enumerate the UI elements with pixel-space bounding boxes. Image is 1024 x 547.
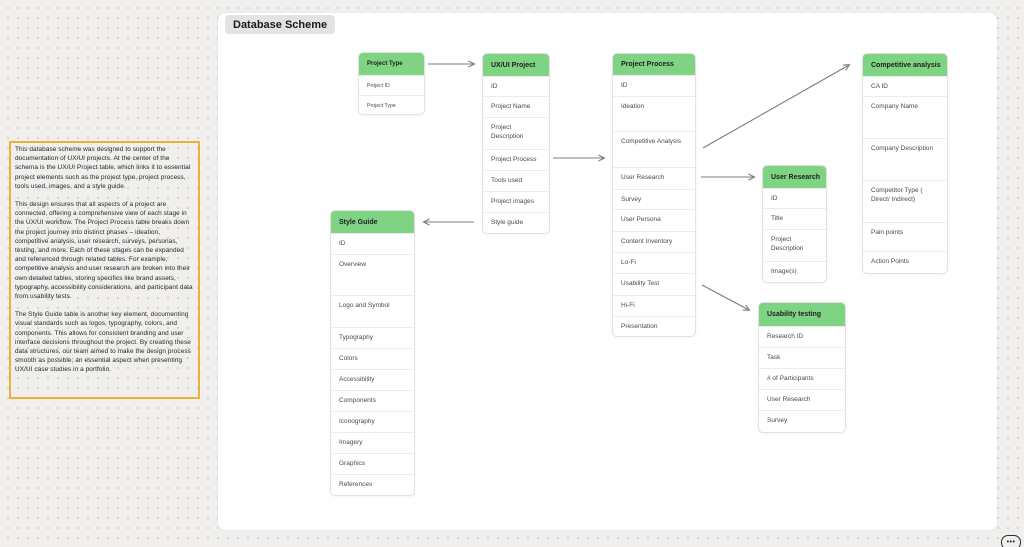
note-paragraph: This design ensures that all aspects of … — [15, 201, 193, 301]
table-row[interactable]: Accessibility — [331, 369, 414, 390]
table-row[interactable]: User Persona — [613, 209, 695, 231]
table-row[interactable]: Project Name — [483, 96, 549, 117]
table-row[interactable]: Imagery — [331, 432, 414, 453]
table-row[interactable]: Tools used — [483, 170, 549, 191]
table-row[interactable]: # of Participants — [759, 368, 845, 389]
table-header[interactable]: UX/UI Project — [483, 54, 549, 76]
table-row[interactable]: Graphics — [331, 453, 414, 474]
table-row[interactable]: Style guide — [483, 212, 549, 233]
table-row[interactable]: CA ID — [863, 76, 947, 96]
table-row[interactable]: ID — [331, 233, 414, 254]
table-row[interactable]: ID — [763, 188, 826, 208]
note-paragraph: The Style Guide table is another key ele… — [15, 311, 191, 374]
table-row[interactable]: Competitive Analysis — [613, 131, 695, 167]
table-row[interactable]: Title — [763, 208, 826, 229]
table-header[interactable]: Usability testing — [759, 303, 845, 326]
table-header[interactable]: User Research — [763, 166, 826, 188]
table-row[interactable]: Company Description — [863, 138, 947, 180]
table-header[interactable]: Competitive analysis — [863, 54, 947, 76]
table-row[interactable]: Company Name — [863, 96, 947, 138]
note-paragraph: This database scheme was designed to sup… — [15, 146, 191, 190]
description-note[interactable]: This database scheme was designed to sup… — [9, 141, 200, 399]
table-header[interactable]: Project Type — [359, 53, 424, 75]
table-row[interactable]: Logo and Symbol — [331, 295, 414, 327]
table-row[interactable]: References — [331, 474, 414, 495]
table-row[interactable]: Project Description — [763, 229, 826, 261]
table-row[interactable]: Components — [331, 390, 414, 411]
table-row[interactable]: Colors — [331, 348, 414, 369]
table-row[interactable]: ID — [483, 76, 549, 96]
table-row[interactable]: Overview — [331, 254, 414, 295]
table-row[interactable]: Presentation — [613, 316, 695, 336]
table-row[interactable]: User Research — [759, 389, 845, 410]
frame-title[interactable]: Database Scheme — [225, 15, 336, 34]
table-row[interactable]: Project images — [483, 191, 549, 212]
table-row[interactable]: Ideation — [613, 96, 695, 131]
table-header[interactable]: Project Process — [613, 54, 695, 75]
table-row[interactable]: Usability Test — [613, 273, 695, 295]
chat-bubble-icon[interactable]: ••• — [1001, 535, 1021, 547]
table-row[interactable]: Content Inventory — [613, 231, 695, 252]
table-row[interactable]: Survey — [613, 189, 695, 209]
table-row[interactable]: Project Process — [483, 149, 549, 170]
table-row[interactable]: Research ID — [759, 326, 845, 347]
table-row[interactable]: User Research — [613, 167, 695, 189]
table-row[interactable]: Competitor Type ( Direct/ Indirect) — [863, 180, 947, 222]
table-row[interactable]: Project Description — [483, 117, 549, 149]
table-row[interactable]: Survey — [759, 410, 845, 432]
table-row[interactable]: Project ID — [359, 75, 424, 95]
table-row[interactable]: Hi-Fi — [613, 295, 695, 316]
table-row[interactable]: Typography — [331, 327, 414, 348]
table-row[interactable]: Project Type — [359, 95, 424, 114]
table-row[interactable]: Pain points — [863, 222, 947, 251]
table-row[interactable]: Action Points — [863, 251, 947, 273]
table-row[interactable]: ID — [613, 75, 695, 96]
table-row[interactable]: Task — [759, 347, 845, 368]
table-row[interactable]: Iconography — [331, 411, 414, 432]
table-row[interactable]: Lo-Fi — [613, 252, 695, 273]
table-header[interactable]: Style Guide — [331, 211, 414, 233]
table-row[interactable]: Image(s) — [763, 261, 826, 282]
